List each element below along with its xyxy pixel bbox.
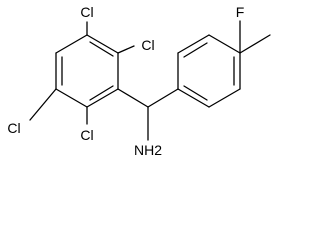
bond-cl-top-right xyxy=(117,45,135,54)
chlorine-label: Cl xyxy=(80,4,93,20)
double-bond-inner xyxy=(89,41,114,57)
bond xyxy=(208,88,241,108)
chlorine-label: Cl xyxy=(7,120,20,136)
chlorine-label: Cl xyxy=(80,127,93,143)
bond xyxy=(208,34,241,54)
chlorine-label: Cl xyxy=(141,37,154,53)
fluoromethylphenyl-ring xyxy=(177,34,241,108)
bond-ch-to-ring xyxy=(147,88,179,108)
bond xyxy=(86,34,119,54)
amine-label: NH2 xyxy=(134,142,162,158)
bond xyxy=(177,34,210,54)
double-bond-inner xyxy=(183,42,208,58)
bond xyxy=(86,88,119,108)
double-bond-inner xyxy=(183,85,208,101)
bond xyxy=(55,34,88,54)
bond-cl-left xyxy=(29,88,57,121)
bond-ring-to-ch xyxy=(117,88,149,108)
double-bond-inner xyxy=(89,85,114,101)
molecule-structure: Cl Cl Cl Cl F NH2 xyxy=(7,4,271,158)
bond-methyl xyxy=(239,34,271,54)
bond xyxy=(55,88,88,108)
fluorine-label: F xyxy=(236,4,245,20)
bond xyxy=(177,88,210,108)
tetrachlorophenyl-ring xyxy=(55,34,119,108)
